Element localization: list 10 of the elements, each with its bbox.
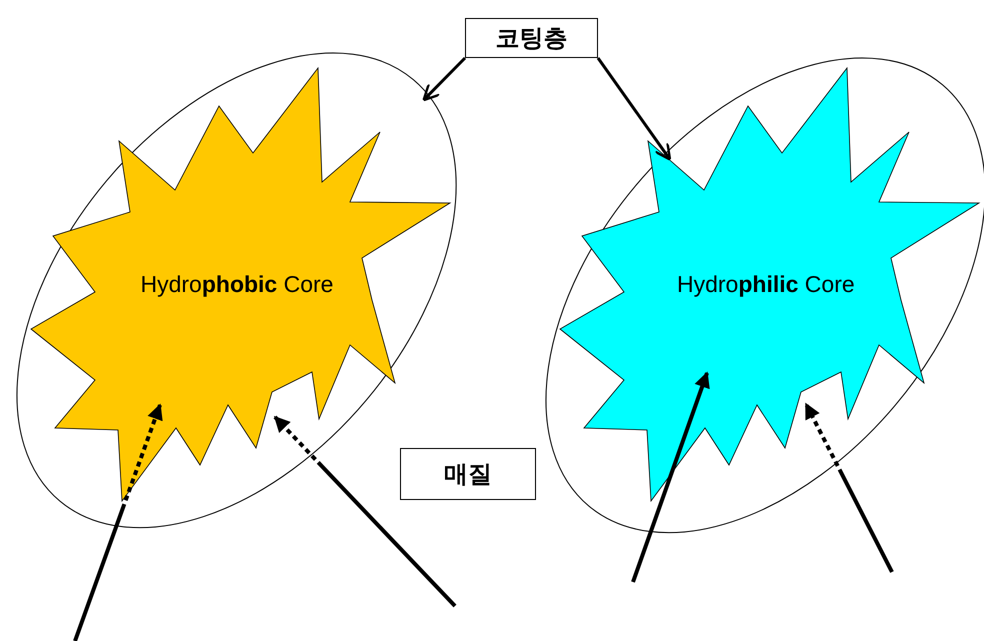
arrow [631,372,710,583]
arrow [804,402,894,573]
arrow [596,57,672,161]
arrow [73,404,163,641]
label-box: 매질 [400,448,536,500]
arrow [422,56,466,102]
core-label: Hydrophobic Core [140,271,334,298]
label-box: 코팅층 [465,18,598,58]
core-label: Hydrophilic Core [676,271,855,298]
arrow [274,416,456,608]
